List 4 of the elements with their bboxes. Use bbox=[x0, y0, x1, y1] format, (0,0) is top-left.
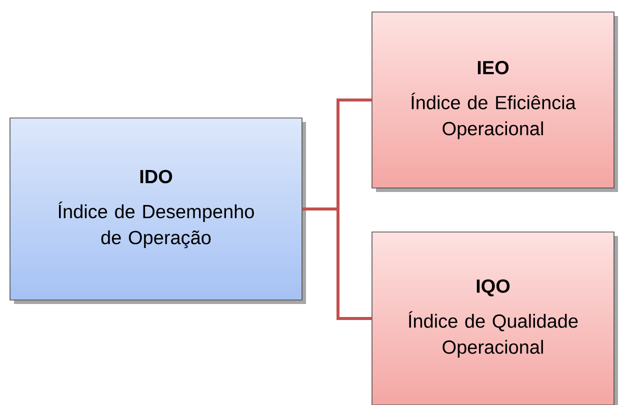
connector-line bbox=[302, 208, 372, 320]
process-box: IQO Índice de Qualidade Operacional bbox=[372, 232, 618, 405]
process-box: IEO Índice de Eficiência Operacional bbox=[372, 12, 618, 192]
process-box: IDO Índice de Desempenho de Operação bbox=[10, 118, 306, 304]
